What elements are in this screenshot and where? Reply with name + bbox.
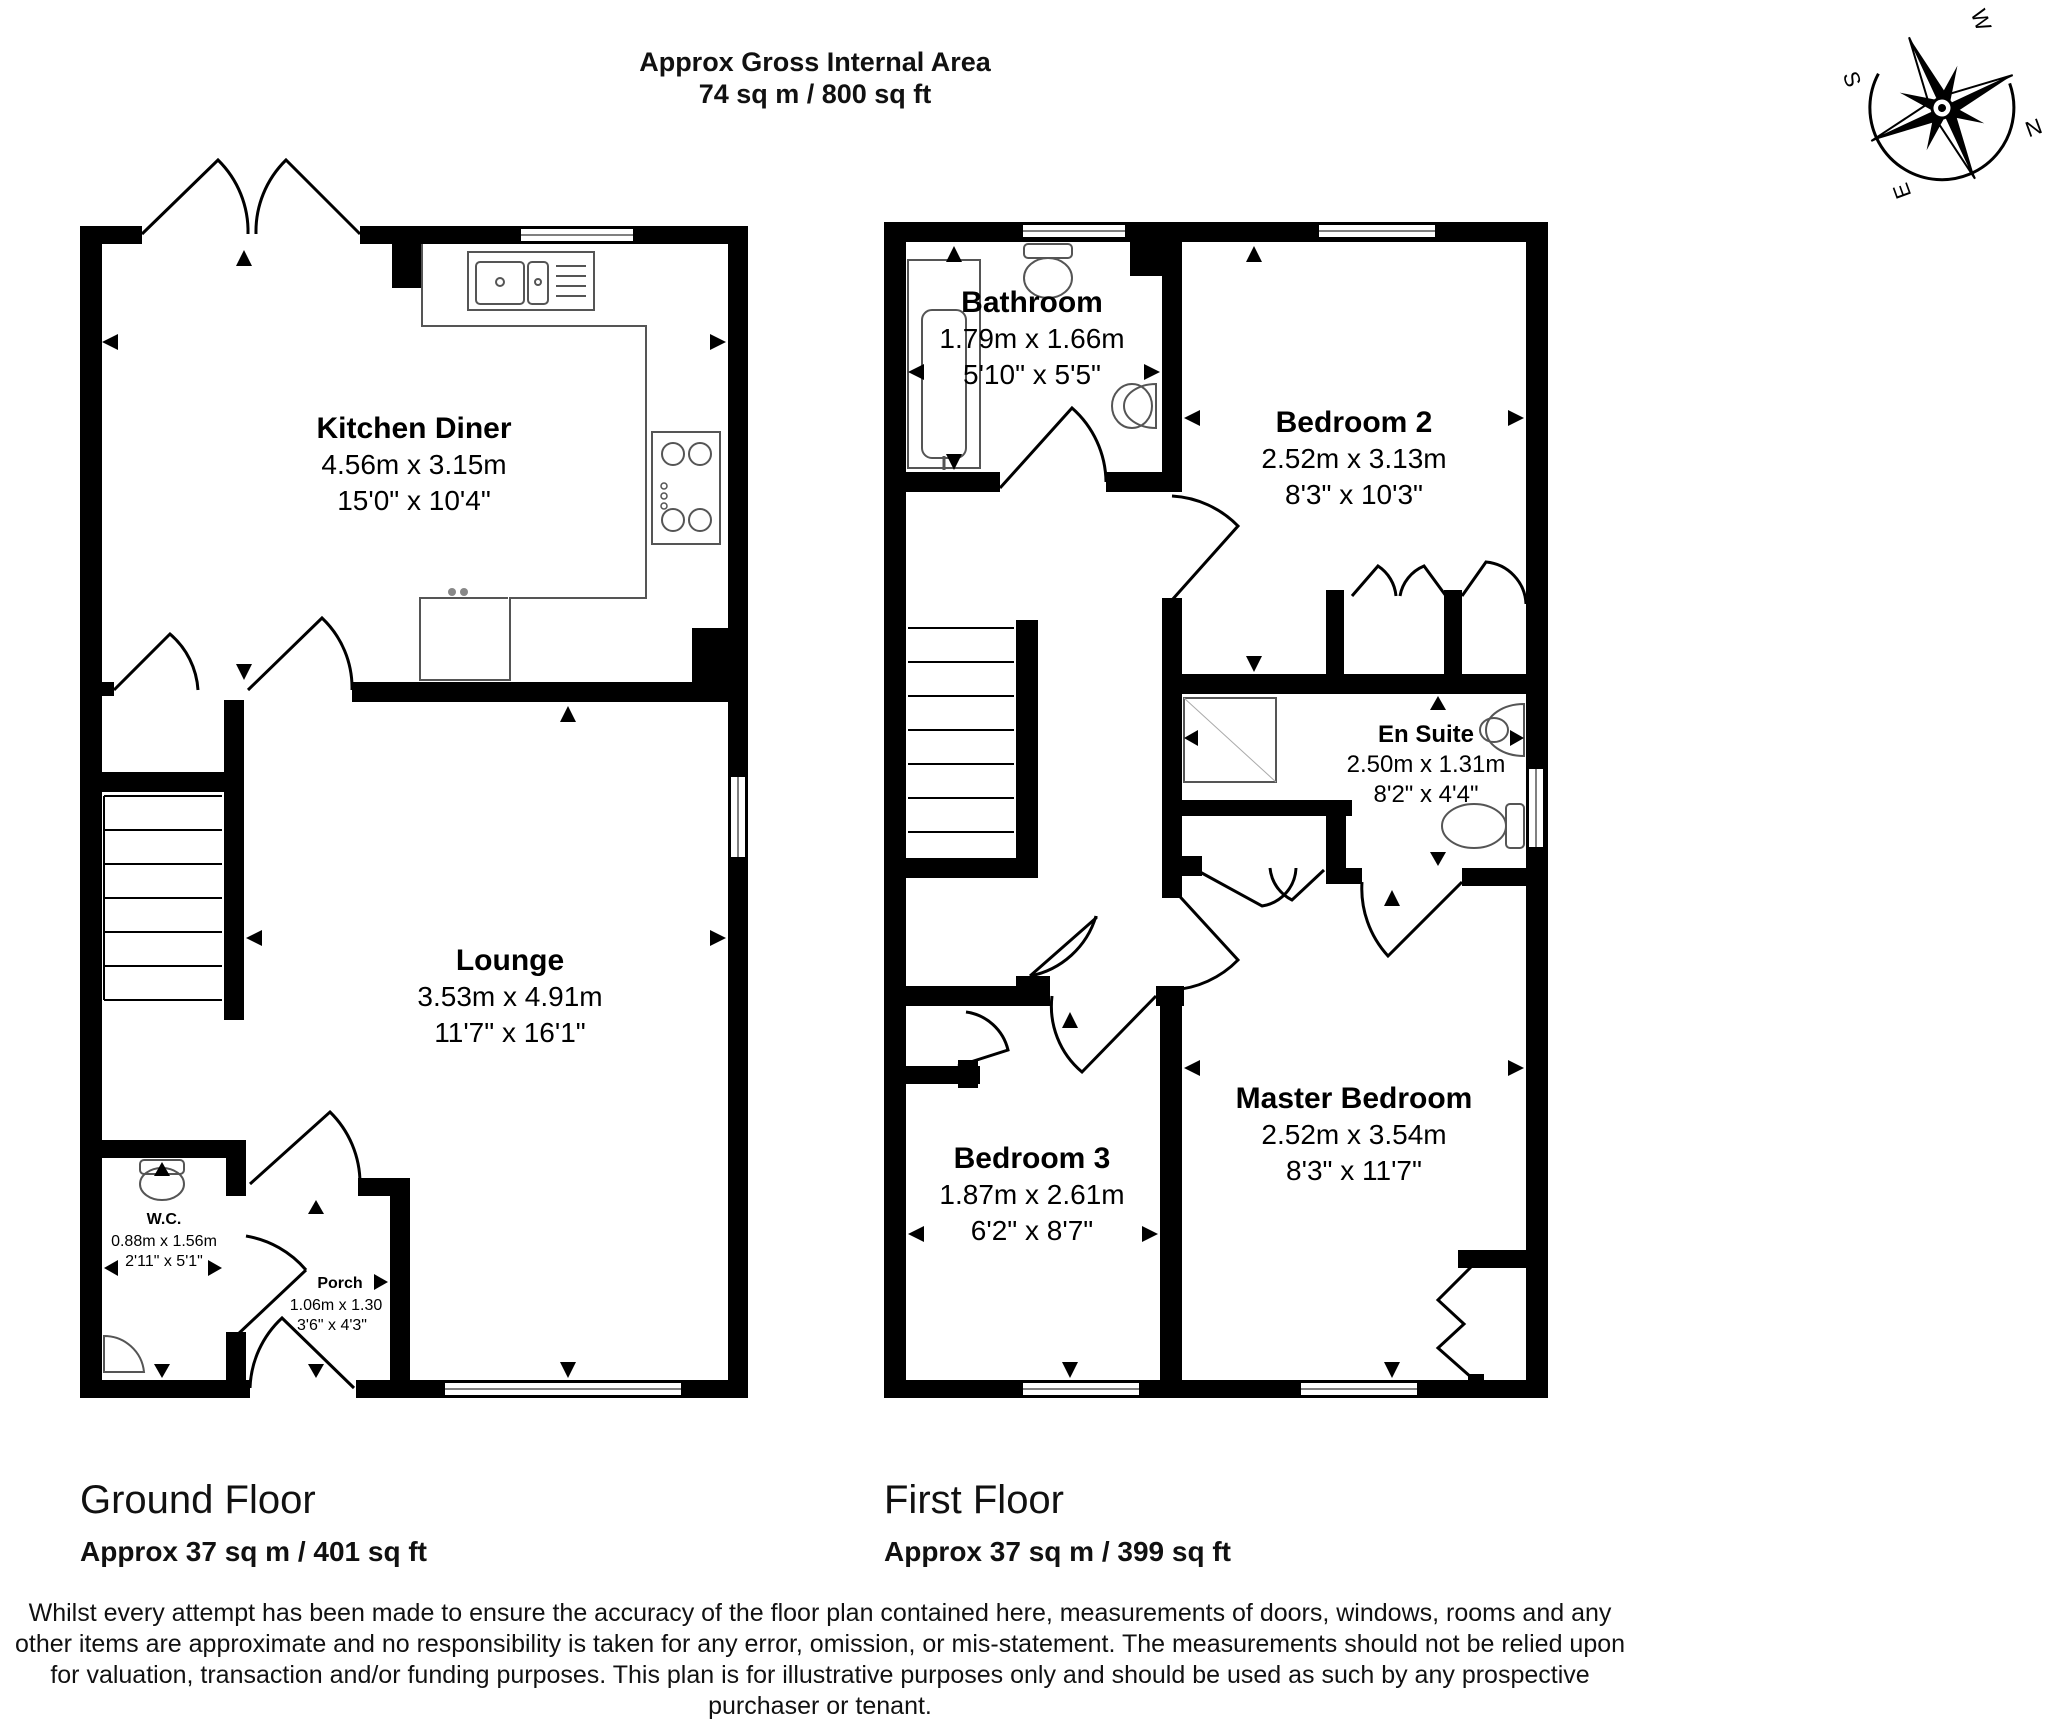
bathroom-metric: 1.79m x 1.66m [939,323,1124,354]
compass-n-label: N [2022,113,2045,142]
gross-area-header: Approx Gross Internal Area 74 sq m / 800… [560,46,1070,110]
master-bedroom-name: Master Bedroom [1236,1082,1473,1115]
kitchen-diner-imperial: 15'0" x 10'4" [337,485,491,516]
ground-floor-title: Ground Floor [80,1478,316,1522]
porch-name: Porch [317,1275,362,1292]
bedroom2-name: Bedroom 2 [1276,406,1433,439]
en-suite-imperial: 8'2" x 4'4" [1374,781,1479,808]
master-bedroom-imperial: 8'3" x 11'7" [1286,1155,1422,1186]
first-floor-area: Approx 37 sq m / 399 sq ft [884,1536,1231,1567]
lounge-metric: 3.53m x 4.91m [417,981,602,1012]
bedroom2-metric: 2.52m x 3.13m [1261,443,1446,474]
compass-w-label: W [1966,6,1997,34]
lounge-imperial: 11'7" x 16'1" [434,1017,585,1048]
kitchen-diner-metric: 4.56m x 3.15m [321,449,506,480]
compass-rose-icon: W N E S [1838,6,2046,202]
ground-floor-plan: Kitchen Diner 4.56m x 3.15m 15'0" x 10'4… [80,157,748,1398]
master-bedroom-metric: 2.52m x 3.54m [1261,1119,1446,1150]
gross-area-title: Approx Gross Internal Area [639,47,991,77]
porch-imperial: 3'6" x 4'3" [297,1317,367,1334]
bedroom3-imperial: 6'2" x 8'7" [971,1215,1093,1246]
en-suite-metric: 2.50m x 1.31m [1347,751,1506,778]
disclaimer-text: Whilst every attempt has been made to en… [14,1599,1626,1720]
bathroom-imperial: 5'10" x 5'5" [963,359,1101,390]
ground-floor-area: Approx 37 sq m / 401 sq ft [80,1536,427,1567]
en-suite-name: En Suite [1378,721,1474,748]
bedroom3-metric: 1.87m x 2.61m [939,1179,1124,1210]
first-floor-plan: Bathroom 1.79m x 1.66m 5'10" x 5'5" Bedr… [884,222,1548,1398]
bedroom2-imperial: 8'3" x 10'3" [1285,479,1423,510]
gross-area-value: 74 sq m / 800 sq ft [698,79,932,109]
bathroom-name: Bathroom [961,286,1103,319]
lounge-name: Lounge [456,944,564,977]
bedroom3-name: Bedroom 3 [954,1142,1111,1175]
wc-name: W.C. [147,1211,182,1228]
compass-s-label: S [1838,68,1867,90]
wc-metric: 0.88m x 1.56m [111,1233,217,1250]
first-floor-title: First Floor [884,1478,1064,1522]
wc-imperial: 2'11" x 5'1" [125,1253,203,1270]
kitchen-diner-name: Kitchen Diner [316,412,511,445]
compass-e-label: E [1888,180,1917,202]
porch-metric: 1.06m x 1.30 [290,1297,383,1314]
